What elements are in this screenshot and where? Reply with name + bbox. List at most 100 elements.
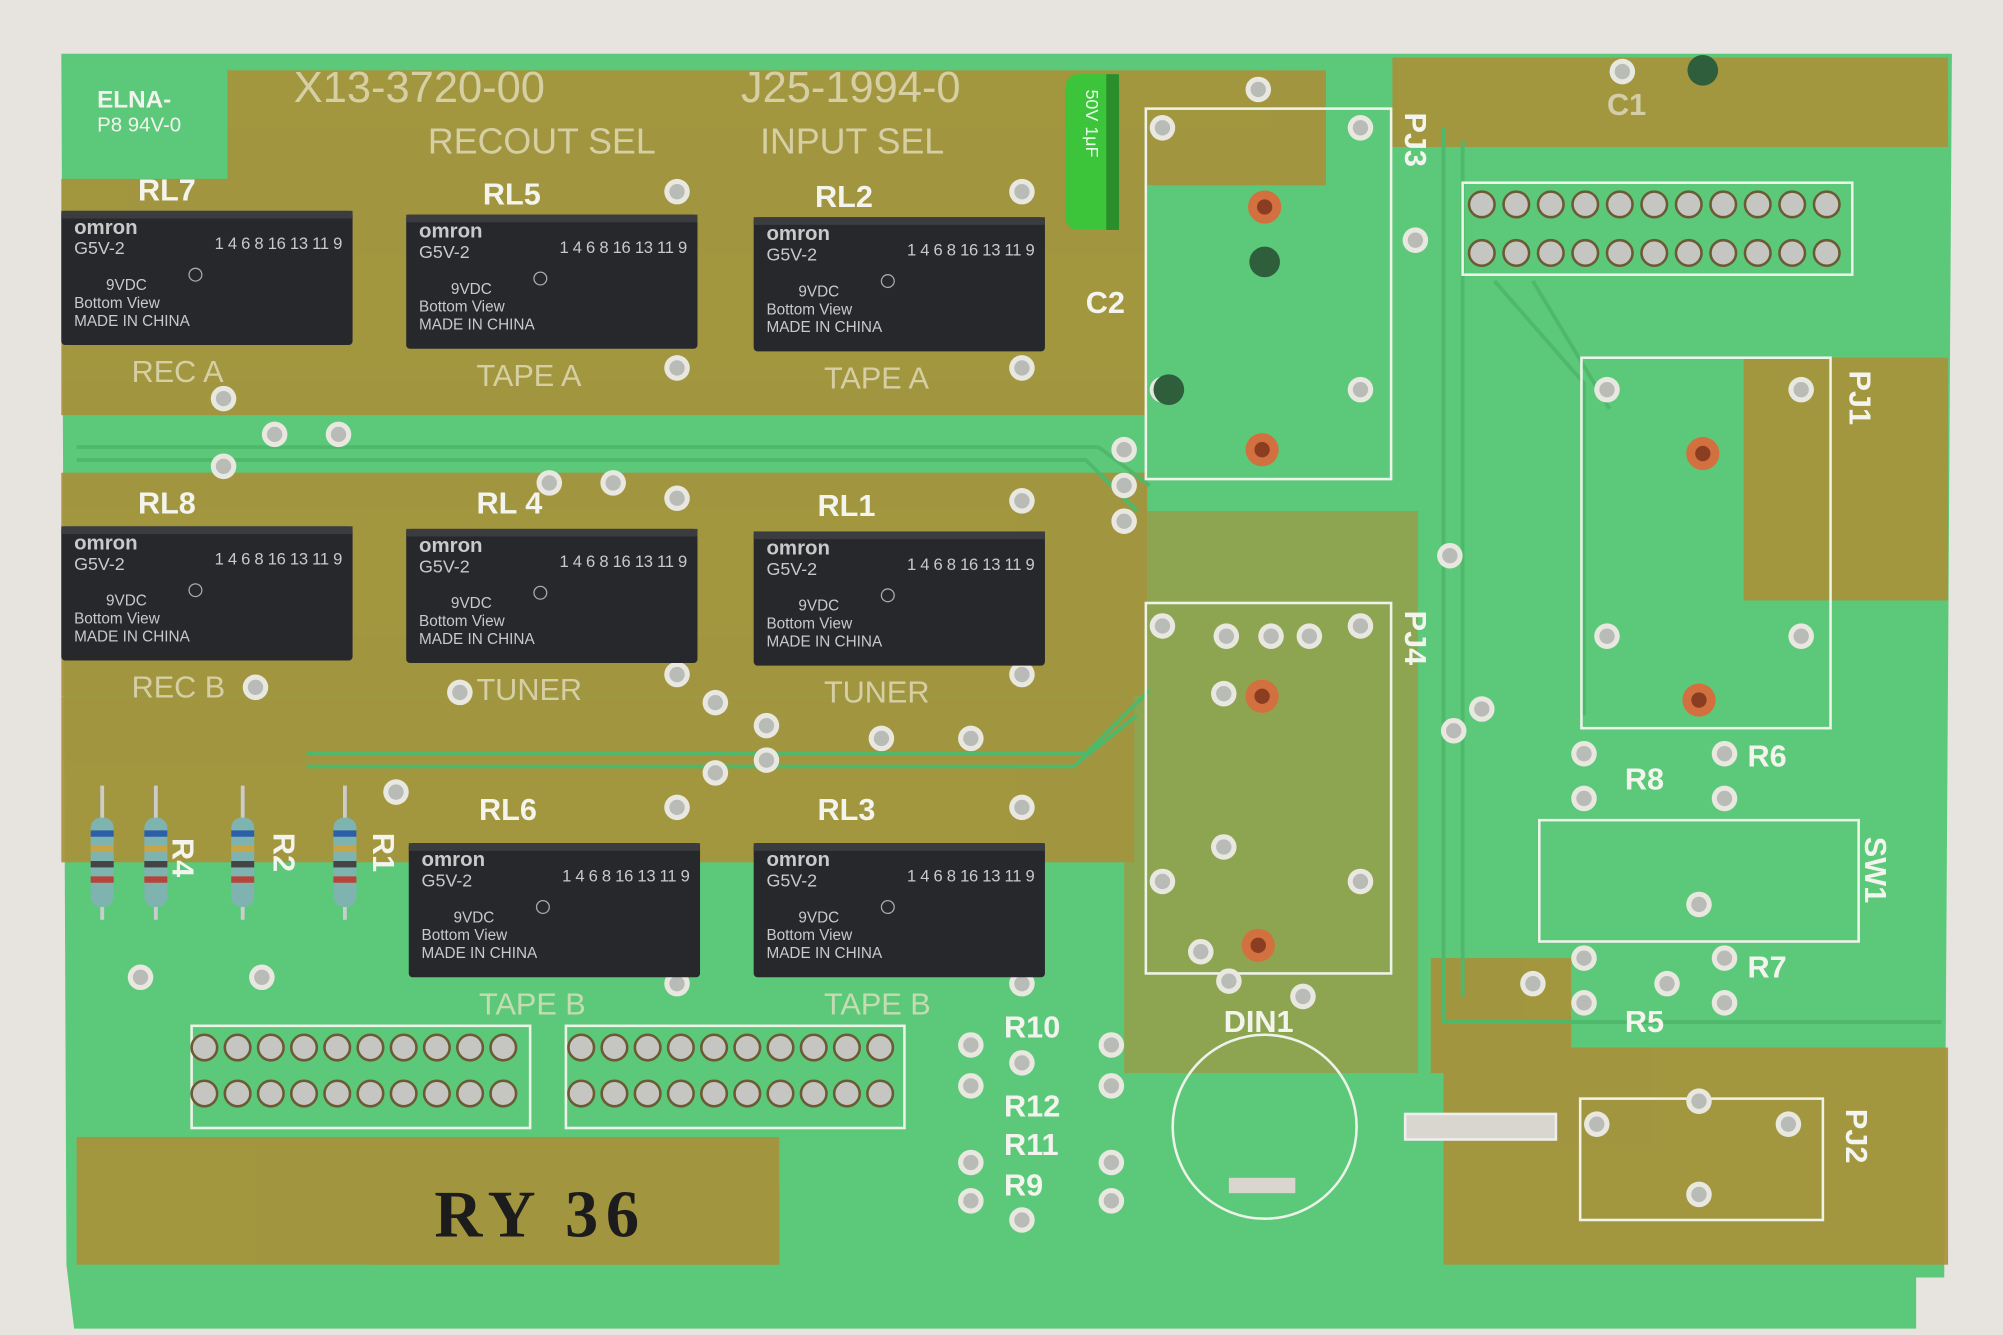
relay-origin: MADE IN CHINA [74,628,190,645]
label-pj3: PJ3 [1398,112,1432,167]
header-pin [456,1033,485,1062]
header-pin [422,1033,451,1062]
header-pin [456,1079,485,1108]
label-r8: R8 [1625,762,1664,796]
solder-pad [1009,178,1035,205]
relay-brand: omron [766,849,830,871]
solder-pad [1210,834,1237,860]
relay-view: Bottom View [74,610,161,627]
label-pj1: PJ1 [1843,370,1877,425]
solder-pad [702,760,729,786]
header-pin [289,1033,319,1062]
relay-function-label: TAPE A [824,361,930,395]
copper-pad [1682,683,1716,717]
header-pin [223,1033,252,1062]
header-pin [1812,238,1841,268]
label-r12: R12 [1004,1090,1060,1124]
relay-pinout: 1 4 6 8 16 13 11 9 [215,234,343,253]
resistor [90,785,114,920]
solder-pad [664,661,690,688]
solder-pad [1775,1111,1802,1137]
solder-pad [1188,938,1214,965]
header-pin [799,1033,828,1062]
handwritten-marking: RY 36 [434,1179,646,1252]
header-pin [489,1033,518,1062]
relay-edge [406,528,698,537]
pin-headers [190,190,1841,1108]
header-pin [1502,238,1531,268]
label-r5: R5 [1625,1005,1664,1039]
header-pin [1743,238,1772,268]
header-pin [832,1079,861,1108]
solder-pad [1609,58,1636,85]
relay-pinout: 1 4 6 8 16 13 11 9 [562,866,690,885]
header-pin [356,1033,385,1062]
solder-pad [1571,990,1597,1016]
header-pin [766,1033,795,1062]
label-r1: R1 [366,833,400,872]
header-pin [1502,190,1531,219]
header-pin [389,1033,418,1062]
relay-orientation-mark [533,271,548,286]
solder-pad [1711,785,1738,812]
relay-edge [408,843,701,851]
relay-brand: omron [766,537,830,559]
solder-pad [1149,868,1176,895]
relay-model: G5V-2 [74,554,125,574]
relay-view: Bottom View [419,299,506,316]
header-pin [766,1079,795,1108]
solder-pad [958,1073,984,1099]
relay-brand: omron [422,849,486,871]
header-pin [256,1033,285,1062]
resistor [333,785,357,920]
solder-pad [958,1188,984,1214]
recout-sel-label: RECOUT SEL [428,121,656,161]
solder-pad [1571,740,1597,767]
label-r2: R2 [266,833,300,872]
relay-body [408,843,701,978]
header-pin [356,1079,385,1108]
header-pin [1467,238,1496,268]
solder-pad [1402,227,1429,253]
relay-ref-label: RL7 [138,174,196,208]
solder-pad [664,794,690,821]
relay-model: G5V-2 [766,245,817,265]
relay-edge [753,531,1045,540]
relay-view: Bottom View [74,295,161,312]
label-pj2: PJ2 [1839,1109,1873,1164]
relay-pinout: 1 4 6 8 16 13 11 9 [560,238,688,257]
solder-pad [868,725,895,752]
solder-pad [1520,970,1546,997]
relay-ref-label: RL1 [818,489,876,523]
header-pin [323,1033,352,1062]
relay-orientation-mark [188,267,203,282]
relay-ref-label: RL2 [815,180,873,214]
relay-voltage: 9VDC [798,598,839,615]
solder-pad [1788,376,1814,403]
header-pin [700,1033,729,1062]
solder-pad [1571,785,1597,812]
mounting-hole [1687,54,1719,86]
solder-pad [1654,970,1680,997]
relay-origin: MADE IN CHINA [766,945,882,962]
header-pin [1812,190,1841,219]
header-pin [866,1033,895,1062]
label-din1: DIN1 [1224,1005,1294,1039]
relay-model: G5V-2 [766,559,817,579]
relay-body [406,214,698,349]
solder-pad [1347,376,1374,403]
relay-ref-label: RL 4 [476,487,542,521]
maker-label: ELNA- [97,86,171,113]
solder-pad [664,485,690,512]
relay-orientation-mark [535,899,550,915]
header-pin [799,1079,828,1108]
solder-pad [1216,968,1242,994]
solder-pad [1098,1073,1125,1099]
relay-edge [61,210,353,219]
relay-origin: MADE IN CHINA [419,317,535,334]
axial-resistors [90,785,357,920]
relay-orientation-mark [188,583,203,598]
header-pin [633,1033,662,1062]
